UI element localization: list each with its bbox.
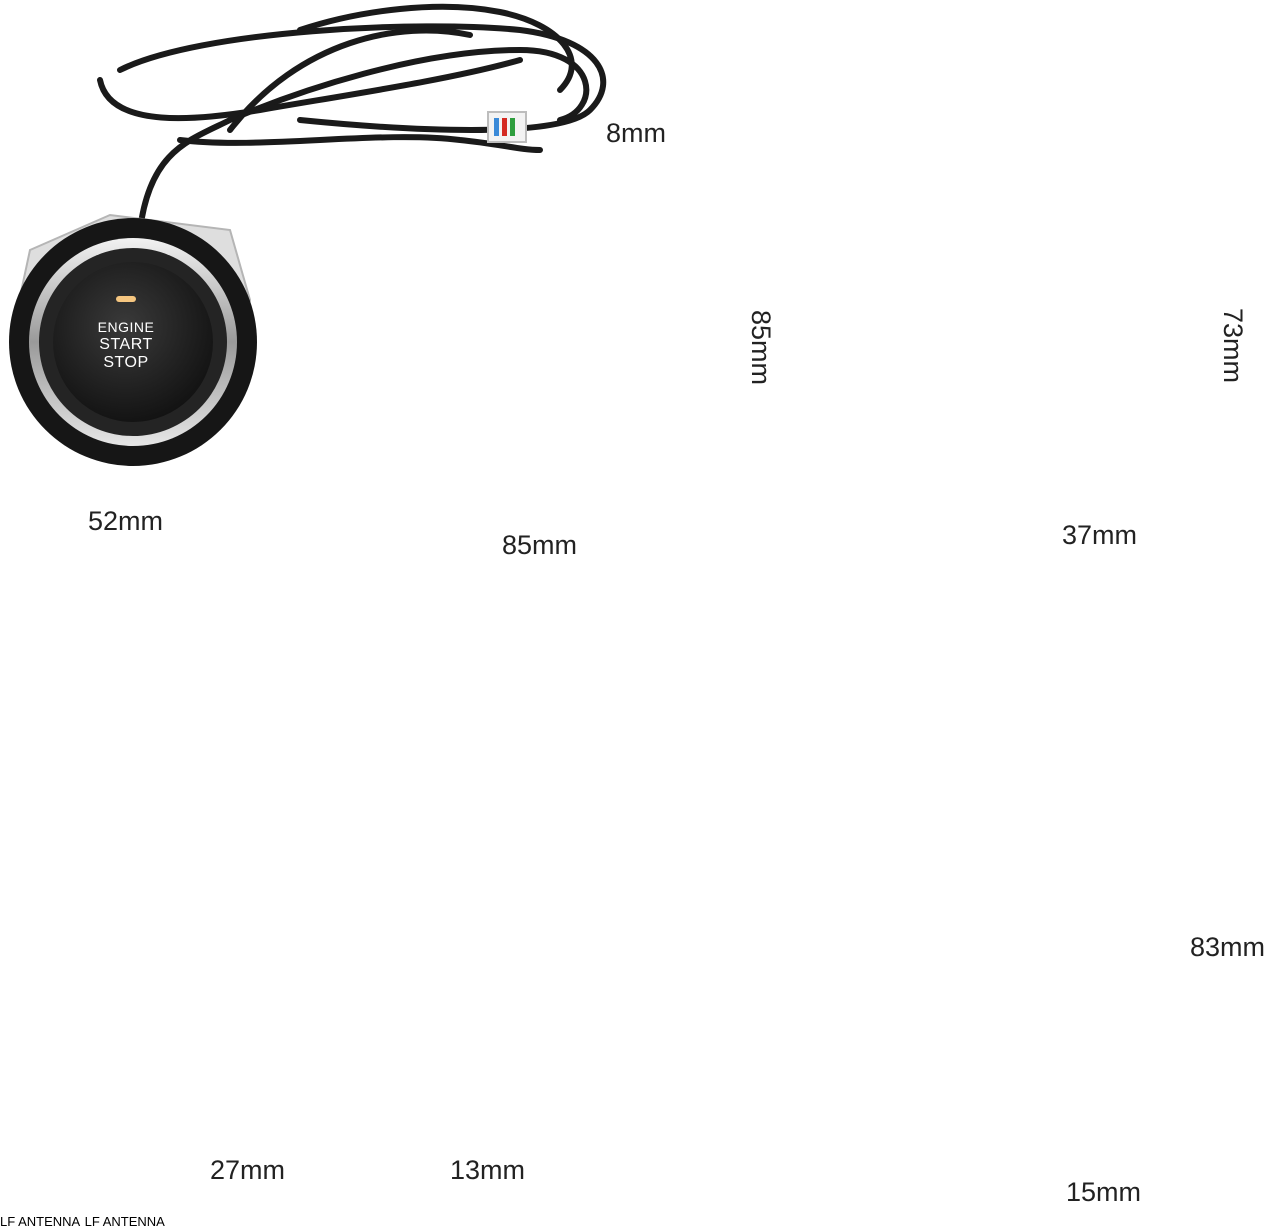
label-module-height: 85mm <box>746 310 776 386</box>
button-line-engine: ENGINE <box>97 319 155 335</box>
label-antenna-length: 83mm <box>1190 932 1266 962</box>
label-harness-b: 13mm <box>450 1155 526 1185</box>
antenna-right-label: LF ANTENNA <box>84 1214 165 1229</box>
button-line-start: START <box>99 336 153 353</box>
label-remote-width: 37mm <box>1062 520 1138 550</box>
label-remote-height: 73mm <box>1218 308 1248 384</box>
antenna-left-label: LF ANTENNA <box>0 1214 81 1229</box>
button-cable-coil <box>97 3 607 233</box>
label-harness-a: 27mm <box>210 1155 286 1185</box>
label-antenna-width: 15mm <box>1066 1177 1142 1207</box>
button-connector <box>487 111 527 143</box>
engine-start-button <box>9 213 257 466</box>
button-line-stop: STOP <box>103 354 149 371</box>
button-face-text: ENGINE START STOP <box>88 318 164 372</box>
label-module-width: 85mm <box>502 530 578 560</box>
label-connector-height: 8mm <box>606 118 666 148</box>
label-button-diameter: 52mm <box>88 506 164 536</box>
